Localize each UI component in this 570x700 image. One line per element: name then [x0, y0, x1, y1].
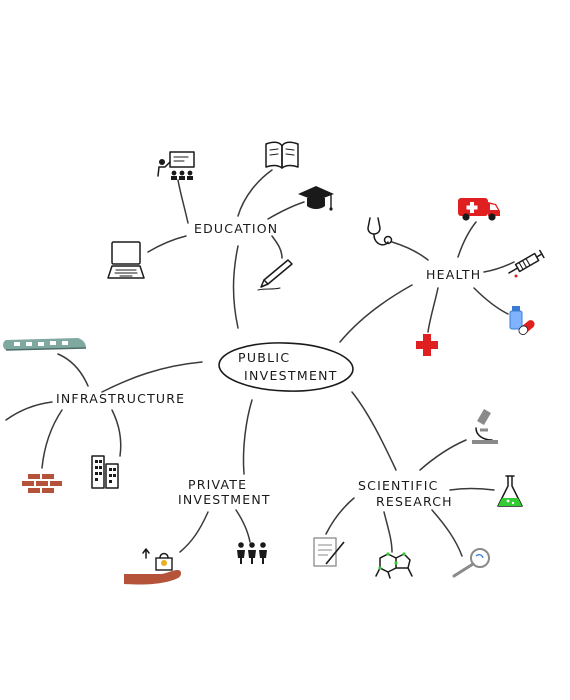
secured-money-icon — [124, 548, 181, 585]
connector-health-stethoscope — [391, 241, 429, 261]
connector-infra-train — [57, 353, 89, 387]
microscope-icon — [472, 408, 498, 444]
presentation-icon — [157, 151, 195, 180]
book-icon — [265, 141, 299, 169]
connector-edu-cap — [267, 201, 305, 220]
connector-health — [339, 284, 413, 343]
branch-label-scientific-line1: SCIENTIFIC — [358, 478, 439, 493]
stethoscope-icon — [367, 217, 393, 246]
connectors — [5, 169, 515, 557]
buildings-icon — [91, 455, 119, 489]
graduation-cap-icon — [298, 186, 334, 211]
medical-cross-icon — [416, 334, 438, 356]
laptop-icon — [107, 241, 145, 279]
branch-label-private-line1: PRIVATE — [188, 477, 247, 492]
center-node: PUBLIC INVESTMENT — [218, 342, 354, 392]
connector-scientific — [351, 391, 397, 471]
connector-edu-laptop — [147, 235, 187, 253]
molecule-icon — [375, 552, 413, 579]
branch-label-private-line2: INVESTMENT — [178, 492, 271, 507]
people-icon — [237, 542, 267, 564]
connector-health-syringe — [483, 261, 515, 273]
connector-education — [232, 245, 239, 329]
center-label-line1: PUBLIC — [238, 350, 290, 365]
connector-sci-molecule — [383, 511, 393, 553]
branch-label-health: HEALTH — [426, 267, 481, 282]
connector-infra-left — [5, 401, 53, 421]
syringe-icon — [508, 249, 545, 278]
connector-infra-buildings — [111, 409, 122, 457]
connector-health-ambulance — [457, 221, 477, 258]
connector-infrastructure — [101, 361, 203, 393]
connector-sci-magnifier — [431, 509, 463, 557]
branch-label-infrastructure: INFRASTRUCTURE — [56, 391, 185, 406]
magnifier-icon — [452, 548, 490, 578]
train-icon — [3, 338, 87, 351]
connector-sci-paper — [325, 497, 355, 535]
connector-sci-flask — [449, 487, 495, 491]
bricks-icon — [22, 474, 62, 493]
connector-infra-bricks — [41, 409, 63, 469]
pills-icon — [509, 306, 535, 335]
connector-private-people — [235, 509, 251, 543]
paper-icon — [313, 537, 345, 567]
connector-edu-book — [237, 169, 273, 217]
connector-edu-pen — [271, 235, 283, 259]
branch-label-scientific-line2: RESEARCH — [376, 494, 453, 509]
connector-health-cross — [427, 287, 439, 333]
ambulance-icon — [458, 198, 500, 221]
connector-sci-microscope — [419, 439, 467, 471]
connector-private — [242, 399, 253, 475]
connector-private-lock — [179, 511, 209, 553]
flask-icon — [497, 475, 523, 507]
center-label-line2: INVESTMENT — [244, 368, 338, 383]
connector-health-pills — [473, 287, 509, 315]
pen-icon — [257, 259, 293, 291]
branch-label-education: EDUCATION — [194, 221, 278, 236]
connector-edu-presentation — [177, 179, 189, 224]
